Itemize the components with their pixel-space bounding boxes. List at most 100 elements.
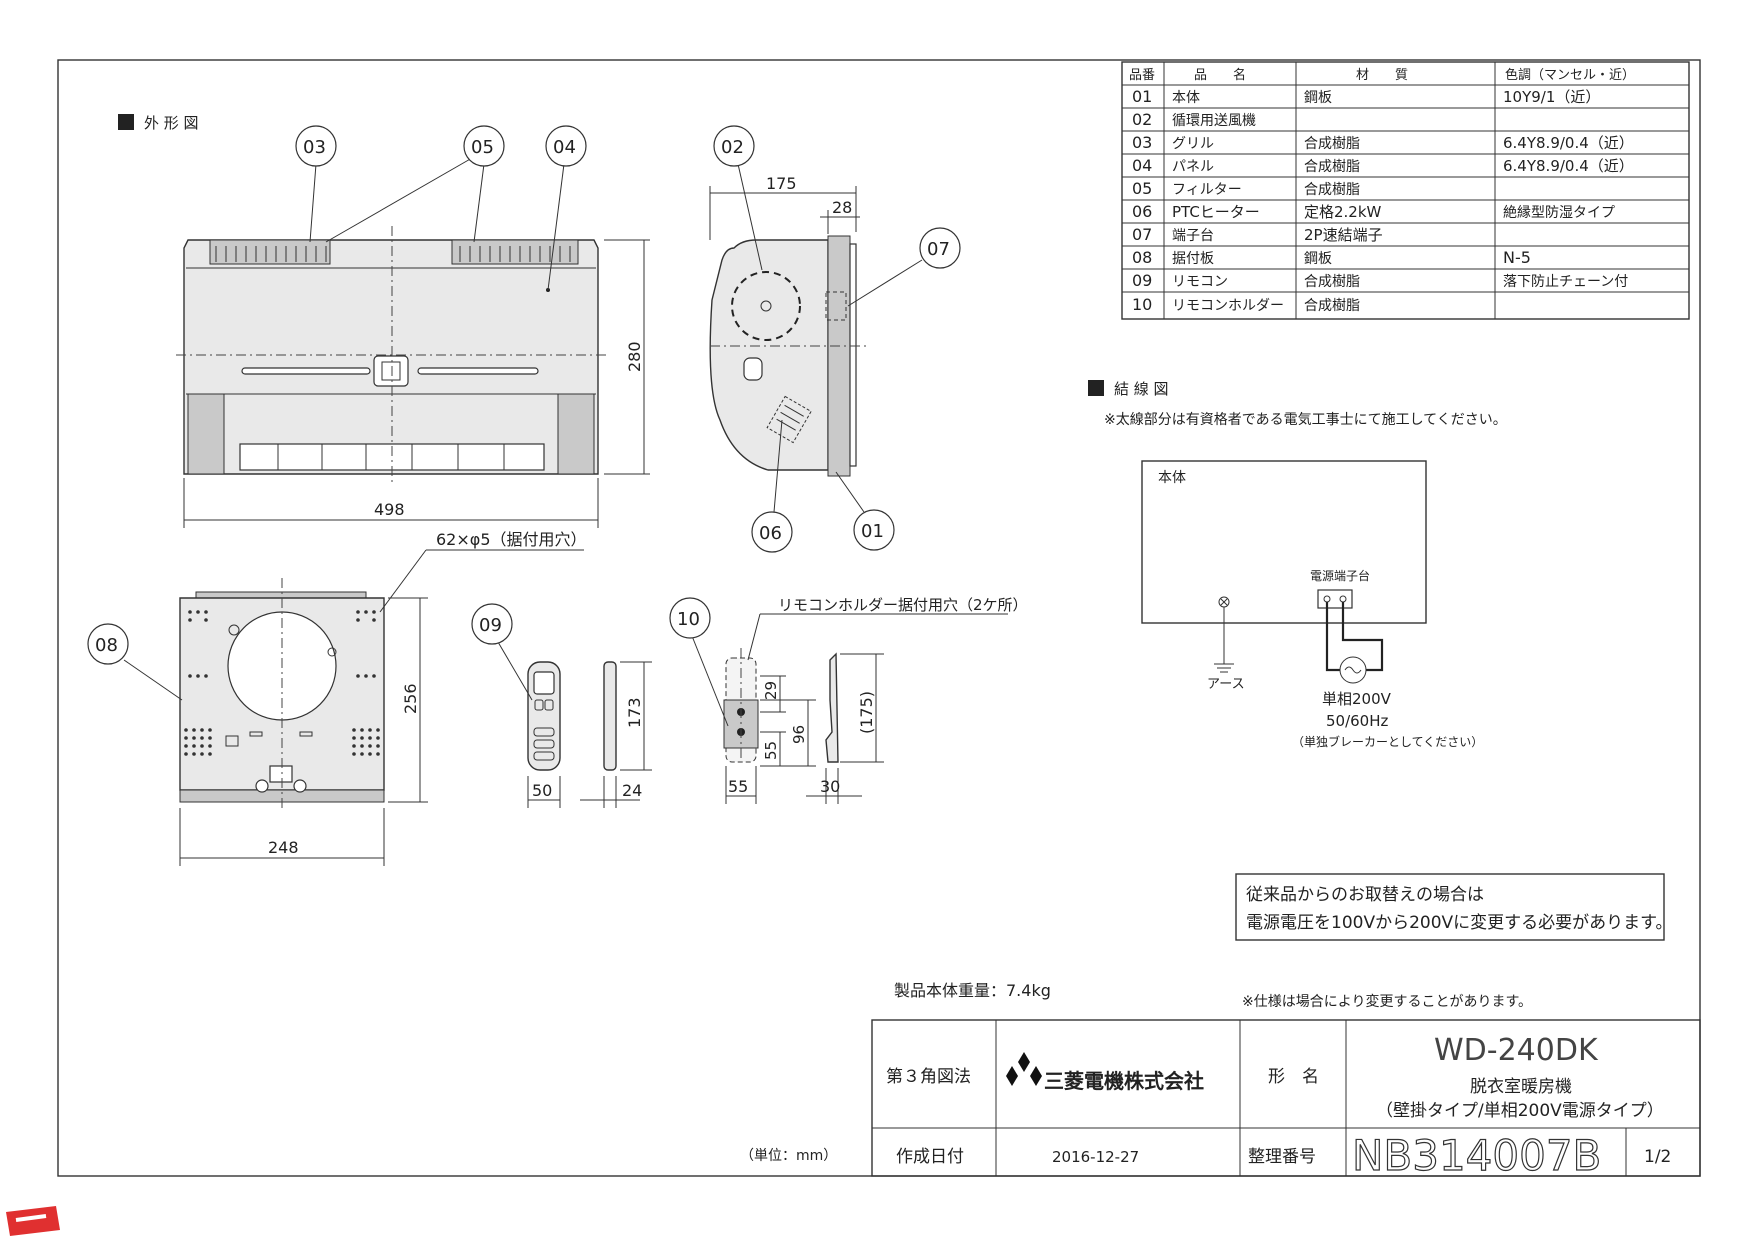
wiring-title: 結 線 図 — [1114, 380, 1169, 398]
outline-title: 外 形 図 — [144, 114, 199, 132]
mounting-plate: 248 256 62×φ5（据付用穴） — [179, 530, 587, 866]
wiring-note: ※太線部分は有資格者である電気工事士にて施工してください。 — [1104, 412, 1507, 428]
table-cell: 2P速結端子 — [1304, 226, 1383, 244]
callout-05: 05 — [471, 137, 494, 158]
table-cell: 合成樹脂 — [1304, 182, 1360, 198]
dim-remote-height: 173 — [625, 697, 644, 728]
table-cell: PTCヒーター — [1172, 203, 1260, 221]
notice-box — [1235, 873, 1665, 941]
projection-method: 第３角図法 — [886, 1067, 971, 1087]
table-cell: 落下防止チェーン付 — [1503, 274, 1628, 290]
dim-plate-height: 256 — [401, 683, 420, 714]
table-cell: リモコン — [1172, 274, 1228, 290]
dim-plate-width: 248 — [268, 838, 299, 857]
notice-line-1: 従来品からのお取替えの場合は — [1246, 885, 1484, 905]
holder-note: リモコンホルダー据付用穴（2ケ所） — [778, 596, 1028, 614]
mitsubishi-three-diamonds-icon — [1006, 1052, 1042, 1086]
table-cell: 合成樹脂 — [1304, 136, 1360, 152]
wiring-supply-1: 単相200V — [1322, 690, 1392, 708]
created-date: 2016-12-27 — [1052, 1148, 1139, 1166]
table-cell: 合成樹脂 — [1304, 274, 1360, 290]
dim-mount-holes: 62×φ5（据付用穴） — [436, 530, 587, 549]
table-cell: 端子台 — [1172, 228, 1214, 244]
table-cell: 10 — [1132, 295, 1152, 314]
dim-front-height: 280 — [625, 341, 644, 372]
page-number: 1/2 — [1644, 1147, 1671, 1167]
table-header-number: 品番 — [1129, 68, 1155, 83]
table-cell: 06 — [1132, 202, 1152, 221]
wiring-terminal-label: 電源端子台 — [1310, 568, 1370, 583]
table-cell: 03 — [1132, 133, 1152, 152]
product-weight: 製品本体重量：7.4kg — [894, 981, 1051, 1000]
callout-07: 07 — [927, 239, 950, 260]
callout-01: 01 — [861, 521, 884, 542]
table-cell: 定格2.2kW — [1304, 203, 1382, 221]
model-number: WD-240DK — [1434, 1033, 1599, 1068]
red-corner-badge-icon — [6, 1206, 60, 1236]
table-cell: グリル — [1172, 136, 1214, 152]
dim-side-depth: 175 — [766, 174, 797, 193]
callout-02: 02 — [721, 137, 744, 158]
company-name: 三菱電機株式会社 — [1044, 1069, 1204, 1093]
table-cell: 鋼板 — [1304, 90, 1332, 106]
table-cell: 10Y9/1（近） — [1503, 88, 1600, 106]
table-cell: N-5 — [1503, 248, 1531, 267]
table-cell: 据付板 — [1172, 251, 1214, 267]
wiring-earth-label: アース — [1207, 677, 1245, 692]
remote-control: 50 24 173 — [527, 661, 652, 808]
table-cell: 絶縁型防湿タイプ — [1503, 205, 1615, 221]
wiring-supply-2: 50/60Hz — [1326, 712, 1389, 730]
dim-holder-29: 29 — [762, 681, 780, 700]
callout-06: 06 — [759, 523, 782, 544]
table-cell: 6.4Y8.9/0.4（近） — [1503, 157, 1634, 175]
outline-title-marker — [118, 114, 134, 130]
callout-10: 10 — [677, 609, 700, 630]
table-cell: 合成樹脂 — [1304, 159, 1360, 175]
dim-holder-96: 96 — [790, 725, 808, 744]
dim-front-width: 498 — [374, 500, 405, 519]
dim-remote-depth: 24 — [622, 781, 642, 800]
dim-holder-30: 30 — [820, 777, 840, 796]
table-header-color: 色調（マンセル・近） — [1505, 67, 1635, 83]
product-name: 脱衣室暖房機 — [1470, 1077, 1572, 1097]
units-note: （単位：mm） — [740, 1148, 837, 1164]
table-header-name: 品 名 — [1194, 67, 1246, 83]
table-cell: 04 — [1132, 156, 1152, 175]
wiring-diagram: 本体 電源端子台 アース 単相200V 50/60Hz （単独ブレーカーとしてく… — [1141, 460, 1483, 749]
table-cell: フィルター — [1172, 182, 1242, 198]
table-cell: 05 — [1132, 179, 1152, 198]
model-label: 形 名 — [1268, 1067, 1319, 1087]
dim-holder-55: 55 — [728, 777, 748, 796]
dim-holder-175: (175) — [857, 691, 876, 734]
spec-note: ※仕様は場合により変更することがあります。 — [1242, 993, 1532, 1010]
date-label: 作成日付 — [896, 1147, 964, 1167]
table-cell: パネル — [1172, 159, 1214, 175]
document-number: NB314007B — [1352, 1131, 1601, 1180]
remote-holder: 29 55 96 55 (175) 30 リモコンホルダー据付用穴（2ケ所） — [723, 596, 1028, 804]
dim-side-plate: 28 — [832, 198, 852, 217]
table-cell: 循環用送風機 — [1172, 113, 1256, 129]
wiring-title-marker — [1088, 380, 1104, 396]
table-cell: 本体 — [1172, 90, 1200, 106]
table-cell: 合成樹脂 — [1304, 298, 1360, 314]
callout-09: 09 — [479, 615, 502, 636]
wiring-supply-3: （単独ブレーカーとしてください） — [1292, 734, 1483, 749]
table-cell: 01 — [1132, 87, 1152, 106]
table-cell: 07 — [1132, 225, 1152, 244]
product-type: （壁掛タイプ/単相200V電源タイプ） — [1376, 1101, 1664, 1121]
parts-table: 品番 品 名 材 質 色調（マンセル・近） 01 本体 鋼板 10Y9/1（近）… — [1121, 61, 1690, 320]
table-cell: 08 — [1132, 248, 1152, 267]
callout-04: 04 — [553, 137, 576, 158]
table-cell: リモコンホルダー — [1172, 298, 1284, 314]
callout-08: 08 — [95, 635, 118, 656]
dim-holder-55v: 55 — [762, 741, 780, 760]
table-cell: 09 — [1132, 271, 1152, 290]
callouts: 03 05 04 02 07 01 06 08 09 10 — [87, 125, 961, 727]
front-view: 498 280 — [176, 226, 650, 528]
table-cell: 02 — [1132, 110, 1152, 129]
table-cell: 鋼板 — [1304, 251, 1332, 267]
wiring-body-label: 本体 — [1158, 470, 1186, 486]
number-label: 整理番号 — [1248, 1147, 1316, 1167]
notice-line-2: 電源電圧を100Vから200Vに変更する必要があります。 — [1246, 913, 1672, 933]
